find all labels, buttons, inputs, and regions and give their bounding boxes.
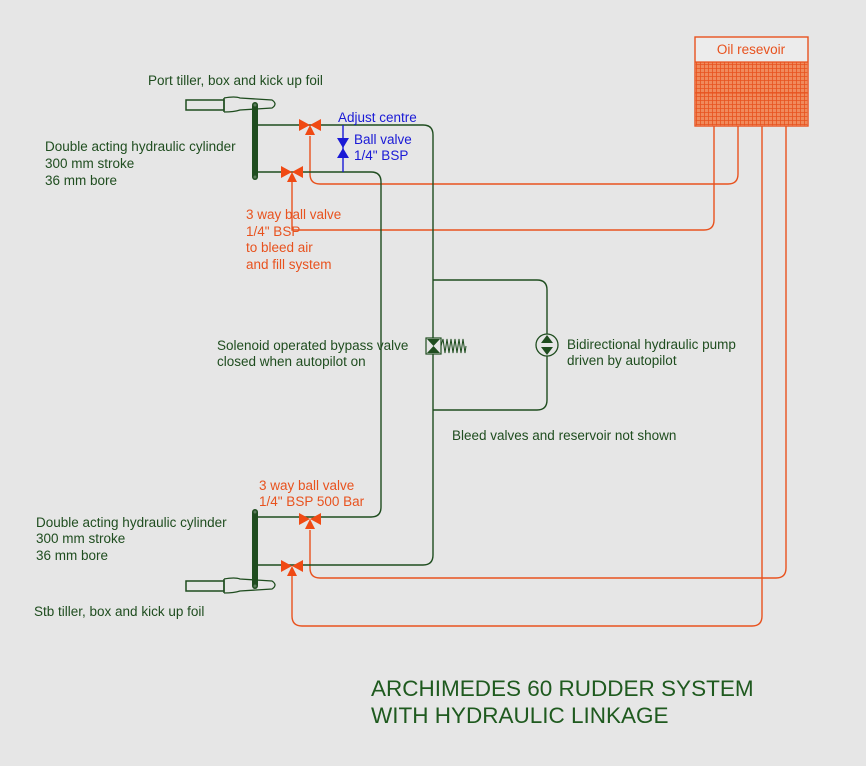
svg-text:Ball valve: Ball valve [354,132,412,147]
port-three-way-valve-lower [281,166,303,182]
port-tiller-label: Port tiller, box and kick up foil [148,73,323,88]
svg-text:closed when autopilot on: closed when autopilot on [217,354,366,369]
stb-three-way-valve-lower [281,560,303,576]
port-cylinder-label: Double acting hydraulic cylinder 300 mm … [45,139,236,188]
reservoir-label: Oil resevoir [717,42,786,57]
bleed-lines [291,126,787,627]
svg-text:36 mm bore: 36 mm bore [45,173,117,188]
bidirectional-pump-icon [535,333,559,357]
stb-cylinder [252,509,258,589]
svg-text:3 way ball valve: 3 way ball valve [259,478,354,493]
ball-valve-label: Ball valve 1/4" BSP [354,132,412,163]
svg-text:Double acting hydraulic cylind: Double acting hydraulic cylinder [36,515,227,530]
svg-text:Bidirectional hydraulic pump: Bidirectional hydraulic pump [567,337,736,352]
solenoid-bypass-valve-icon [425,337,467,355]
svg-text:Double acting hydraulic cylind: Double acting hydraulic cylinder [45,139,236,154]
svg-text:driven by autopilot: driven by autopilot [567,353,677,368]
port-cylinder [252,102,258,180]
svg-text:1/4" BSP 500 Bar: 1/4" BSP 500 Bar [259,494,365,509]
svg-text:1/4" BSP: 1/4" BSP [354,148,408,163]
title-line-2: WITH HYDRAULIC LINKAGE [371,703,669,728]
svg-text:36 mm bore: 36 mm bore [36,548,108,563]
hydraulic-line-b [258,171,382,518]
diagram-title: ARCHIMEDES 60 RUDDER SYSTEM WITH HYDRAUL… [371,676,754,728]
svg-text:1/4" BSP: 1/4" BSP [246,224,300,239]
oil-reservoir: Oil resevoir [694,36,809,127]
note-label: Bleed valves and reservoir not shown [452,428,676,443]
stb-cylinder-label: Double acting hydraulic cylinder 300 mm … [36,515,227,563]
svg-text:300 mm stroke: 300 mm stroke [45,156,134,171]
bleed-line-stb-upper [309,126,787,579]
port-tiller [185,96,276,113]
svg-text:and fill system: and fill system [246,257,332,272]
svg-text:to bleed air: to bleed air [246,240,313,255]
svg-text:300 mm stroke: 300 mm stroke [36,531,125,546]
bleed-line-port-lower [291,126,715,231]
stb-three-way-valve-upper [299,513,321,529]
stb-three-way-valve-label: 3 way ball valve 1/4" BSP 500 Bar [259,478,365,509]
bleed-line-stb-lower [291,126,763,627]
stb-tiller-label: Stb tiller, box and kick up foil [34,604,204,619]
ball-valve-icon [337,138,349,158]
oil-level-fill [695,62,808,126]
adjust-centre-label: Adjust centre [338,110,417,125]
bleed-line-port-upper [309,126,739,185]
bypass-valve-label: Solenoid operated bypass valve closed wh… [217,338,408,369]
svg-text:3 way ball valve: 3 way ball valve [246,207,341,222]
pump-label: Bidirectional hydraulic pump driven by a… [567,337,736,368]
port-three-way-valve-upper [299,119,321,135]
svg-text:Solenoid operated bypass valve: Solenoid operated bypass valve [217,338,408,353]
title-line-1: ARCHIMEDES 60 RUDDER SYSTEM [371,676,754,701]
port-three-way-valve-label: 3 way ball valve 1/4" BSP to bleed air a… [246,207,341,272]
stb-tiller [185,577,276,594]
